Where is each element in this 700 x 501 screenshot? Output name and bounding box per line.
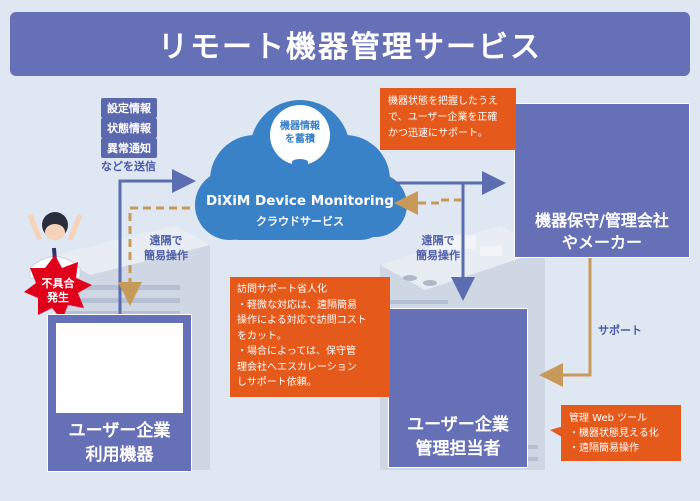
- data-flow-arrows: [118, 169, 506, 320]
- cloud-badge-label: 機器情報 を蓄積: [280, 121, 320, 145]
- callout-visit-reduction: 訪問サポート省人化 ・軽微な対応は、遠隔簡易 操作による対応で訪問コスト をカッ…: [230, 277, 390, 397]
- user-devices-box: ユーザー企業 利用機器: [47, 314, 192, 472]
- cloud-badge-circle: [270, 105, 330, 165]
- callout-web-tool: 管理 Web ツール ・機器状態見える化 ・遠隔簡易操作: [561, 405, 681, 461]
- page-title: リモート機器管理サービス: [10, 12, 690, 76]
- devices-image-panel: [56, 323, 183, 413]
- send-caption: などを送信: [101, 160, 156, 173]
- database-icon: [292, 159, 308, 173]
- support-label: サポート: [598, 324, 642, 337]
- maintenance-company-box: 機器保守/管理会社 やメーカー: [514, 103, 690, 258]
- user-devices-label-line1: ユーザー企業: [68, 421, 171, 441]
- remote-operation-label-left: 遠隔で 簡易操作: [144, 234, 188, 262]
- maintenance-label-line1: 機器保守/管理会社: [535, 211, 669, 230]
- manager-label-line1: ユーザー企業: [407, 415, 509, 435]
- support-arrow: [539, 258, 592, 387]
- remote-operation-label-right: 遠隔で 簡易操作: [416, 234, 460, 262]
- maintenance-label-line2: やメーカー: [561, 233, 642, 252]
- info-tag-status: 状態情報: [101, 118, 157, 138]
- manager-label-line2: 管理担当者: [415, 439, 501, 459]
- cloud-service-name: DiXiM Device Monitoring: [206, 193, 394, 209]
- user-devices-label-line2: 利用機器: [85, 445, 154, 465]
- remote-operation-arrows: [118, 191, 462, 306]
- fault-badge: 不具合 発生: [41, 277, 75, 304]
- fault-burst-icon: [24, 255, 92, 320]
- manager-box: ユーザー企業 管理担当者: [388, 308, 528, 468]
- info-tag-error: 異常通知: [101, 138, 157, 158]
- cloud-service-subtitle: クラウドサービス: [256, 215, 344, 228]
- info-tag-settings: 設定情報: [101, 98, 157, 118]
- callout-support-note: 機器状態を把握したうえ で、ユーザー企業を正確 かつ迅速にサポート。: [380, 88, 516, 150]
